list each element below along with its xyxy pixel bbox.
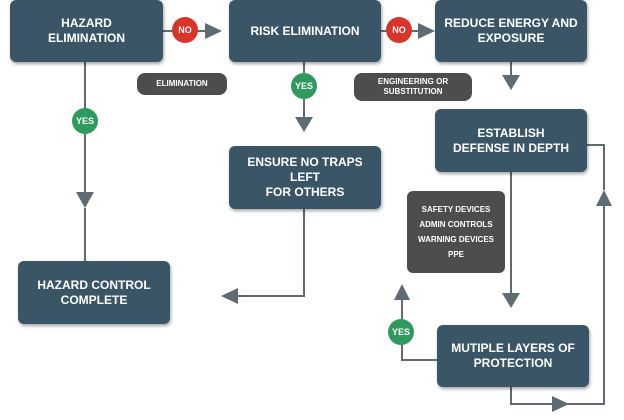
yes-badge: YES [388,319,414,345]
establish-defense-box: ESTABLISH DEFENSE IN DEPTH [435,109,587,172]
arrow-head [295,117,313,132]
yes-badge: YES [291,73,317,99]
elimination-note: ELIMINATION [137,73,227,95]
hazard-control-complete-box: HAZARD CONTROL COMPLETE [18,261,170,324]
arrow-head [221,288,238,304]
control-item: ADMIN CONTROLS [419,220,493,229]
arrow-head [552,396,569,412]
multiple-layers-box: MUTIPLE LAYERS OF PROTECTION [437,325,589,387]
arrow-head [596,190,612,206]
arrow-head [205,23,222,39]
control-item: WARNING DEVICES [417,235,494,244]
reduce-energy-box: REDUCE ENERGY AND EXPOSURE [435,0,587,62]
ensure-no-traps-box: ENSURE NO TRAPS LEFT FOR OTHERS [229,146,381,209]
engineering-substitution-note: ENGINEERING OR SUBSTITUTION [354,73,472,101]
risk-elimination-box: RISK ELIMINATION [229,0,381,62]
hazard-elimination-box: HAZARD ELIMINATION [10,0,163,62]
controls-list: SAFETY DEVICES ADMIN CONTROLS WARNING DE… [407,191,505,273]
no-badge: NO [172,17,198,43]
arrow-head [502,75,520,90]
no-badge: NO [386,17,412,43]
arrow-head [76,192,94,208]
control-item: PPE [447,250,464,259]
arrow-head [502,293,520,308]
yes-badge: YES [72,108,98,134]
control-item: SAFETY DEVICES [421,205,491,214]
arrow-head [418,23,435,39]
arrow-head [394,284,410,300]
